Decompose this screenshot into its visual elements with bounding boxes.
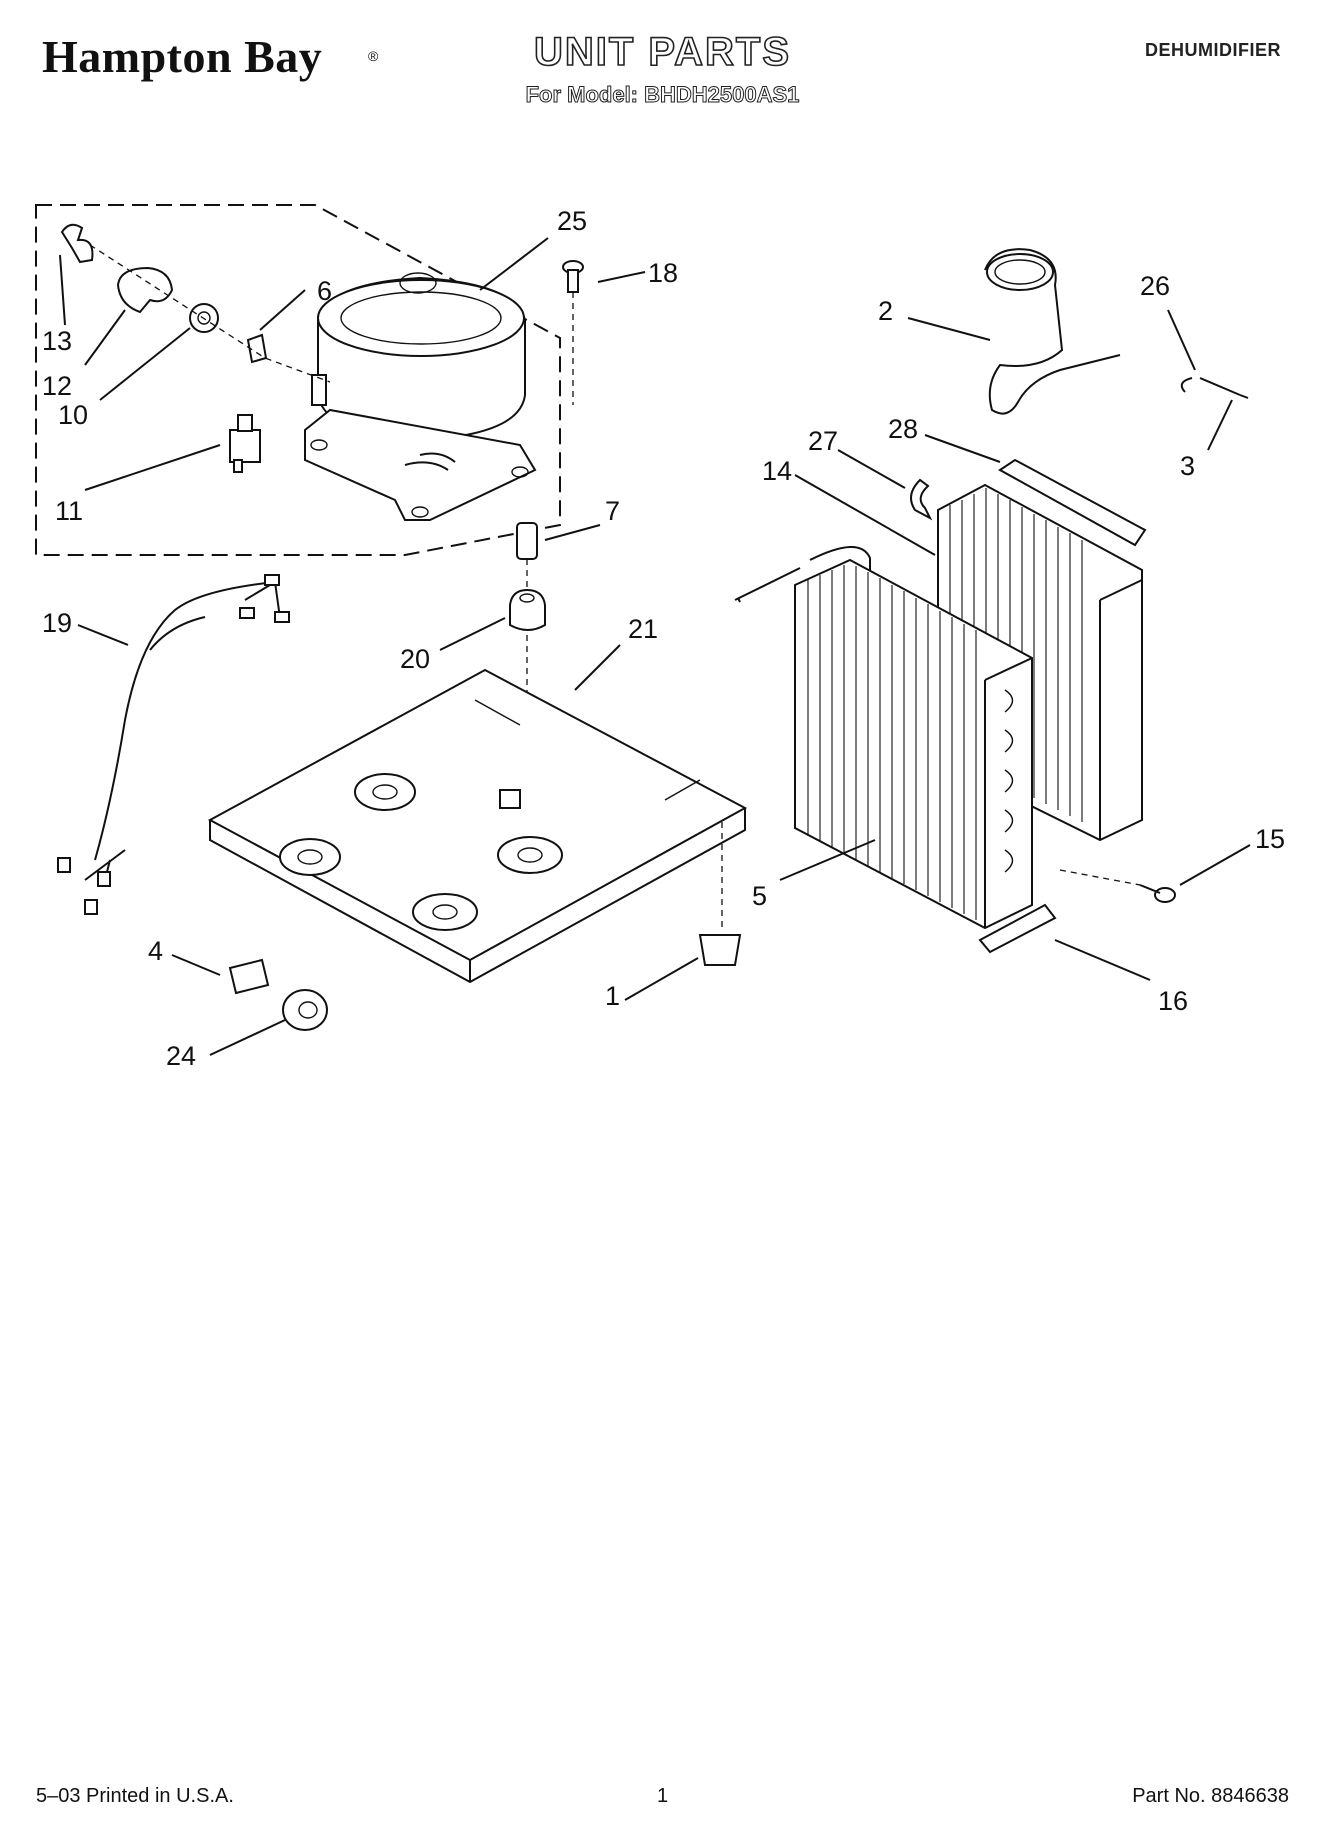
- wheel-axle-part: [228, 958, 270, 995]
- callout-24: 24: [166, 1041, 196, 1071]
- page-number: 1: [656, 1785, 669, 1807]
- leader-arrows: [59, 237, 1251, 1056]
- callout-18: 18: [648, 258, 678, 288]
- product-category: DEHUMIDIFIER: [1145, 40, 1281, 60]
- callout-5: 5: [752, 881, 767, 911]
- base-pan-part: [207, 668, 748, 984]
- rubber-foot-part: [698, 934, 742, 966]
- sensor-clip-part: [910, 478, 933, 521]
- callout-1: 1: [605, 981, 620, 1011]
- model-subtitle: For Model: BHDH2500AS1: [525, 82, 800, 108]
- callout-11: 11: [55, 496, 83, 526]
- brand-logo: Hampton Bay: [42, 31, 323, 82]
- compressor-group-boundary: [35, 204, 561, 556]
- condenser-tube: [734, 546, 871, 601]
- callout-6: 6: [317, 276, 332, 306]
- callout-20: 20: [400, 644, 430, 674]
- part-number: Part No. 8846638: [1132, 1785, 1289, 1807]
- callout-12: 12: [42, 371, 72, 401]
- callout-13: 13: [42, 326, 72, 356]
- callout-14: 14: [762, 456, 792, 486]
- overload-clip-part: [60, 223, 94, 264]
- relay-part: [229, 414, 261, 473]
- grommet-sleeve-part: [516, 522, 538, 560]
- caster-wheel-part: [282, 989, 328, 1031]
- condenser-coil-part: [734, 546, 1033, 930]
- terminal-cover-part: [116, 266, 174, 314]
- callout-4: 4: [148, 936, 163, 966]
- foam-strip-top-part: [998, 458, 1147, 547]
- callout-25: 25: [557, 206, 587, 236]
- callout-10: 10: [58, 400, 88, 430]
- page-title: UNIT PARTS: [533, 29, 792, 75]
- callout-21: 21: [628, 614, 658, 644]
- callout-7: 7: [605, 496, 620, 526]
- wire-harness-part: [84, 581, 281, 881]
- callout-19: 19: [42, 608, 72, 638]
- callout-15: 15: [1255, 824, 1285, 854]
- callout-2: 2: [878, 296, 893, 326]
- print-info: 5–03 Printed in U.S.A.: [36, 1785, 234, 1807]
- thermistor-part: [1180, 377, 1249, 399]
- mounting-screw-part: [1139, 884, 1176, 903]
- registered-mark: ®: [368, 48, 379, 64]
- foam-strip-bottom-part: [978, 903, 1057, 954]
- ground-screw-part: [562, 260, 584, 293]
- callout-26: 26: [1140, 271, 1170, 301]
- rubber-grommet-part: [509, 588, 546, 631]
- compressor-part: [304, 272, 537, 521]
- callout-28: 28: [888, 414, 918, 444]
- assembly-line-13: [89, 244, 331, 383]
- callout-27: 27: [808, 426, 838, 456]
- callout-16: 16: [1158, 986, 1188, 1016]
- callout-3: 3: [1180, 451, 1195, 481]
- callout-labels: 25 18 6 13 12 10 11 7 19 20 21 4 24 1 2 …: [42, 206, 1285, 1071]
